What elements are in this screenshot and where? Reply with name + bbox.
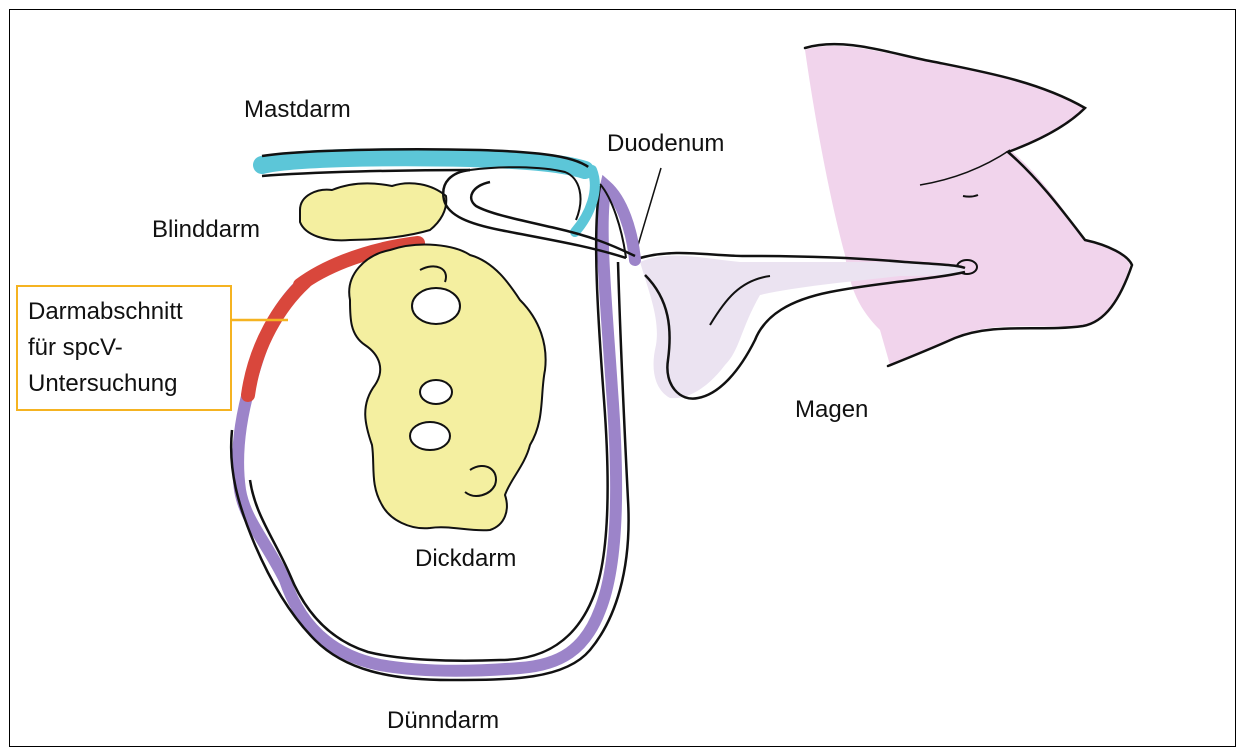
label-blinddarm: Blinddarm <box>152 218 260 242</box>
cecum <box>300 183 446 240</box>
label-dickdarm: Dickdarm <box>415 547 516 571</box>
label-mastdarm: Mastdarm <box>244 98 351 122</box>
callout-line-2: für spcV- <box>28 330 230 366</box>
callout-line-1: Darmabschnitt <box>28 294 230 330</box>
duodenum-pointer <box>636 168 661 252</box>
large-intestine <box>349 245 545 531</box>
callout-line-3: Untersuchung <box>28 366 230 402</box>
sample-section-callout: Darmabschnitt für spcV- Untersuchung <box>16 285 232 411</box>
label-duodenum: Duodenum <box>607 132 724 156</box>
label-duenndarm: Dünndarm <box>387 709 499 733</box>
label-magen: Magen <box>795 398 868 422</box>
pig-head <box>805 44 1132 366</box>
